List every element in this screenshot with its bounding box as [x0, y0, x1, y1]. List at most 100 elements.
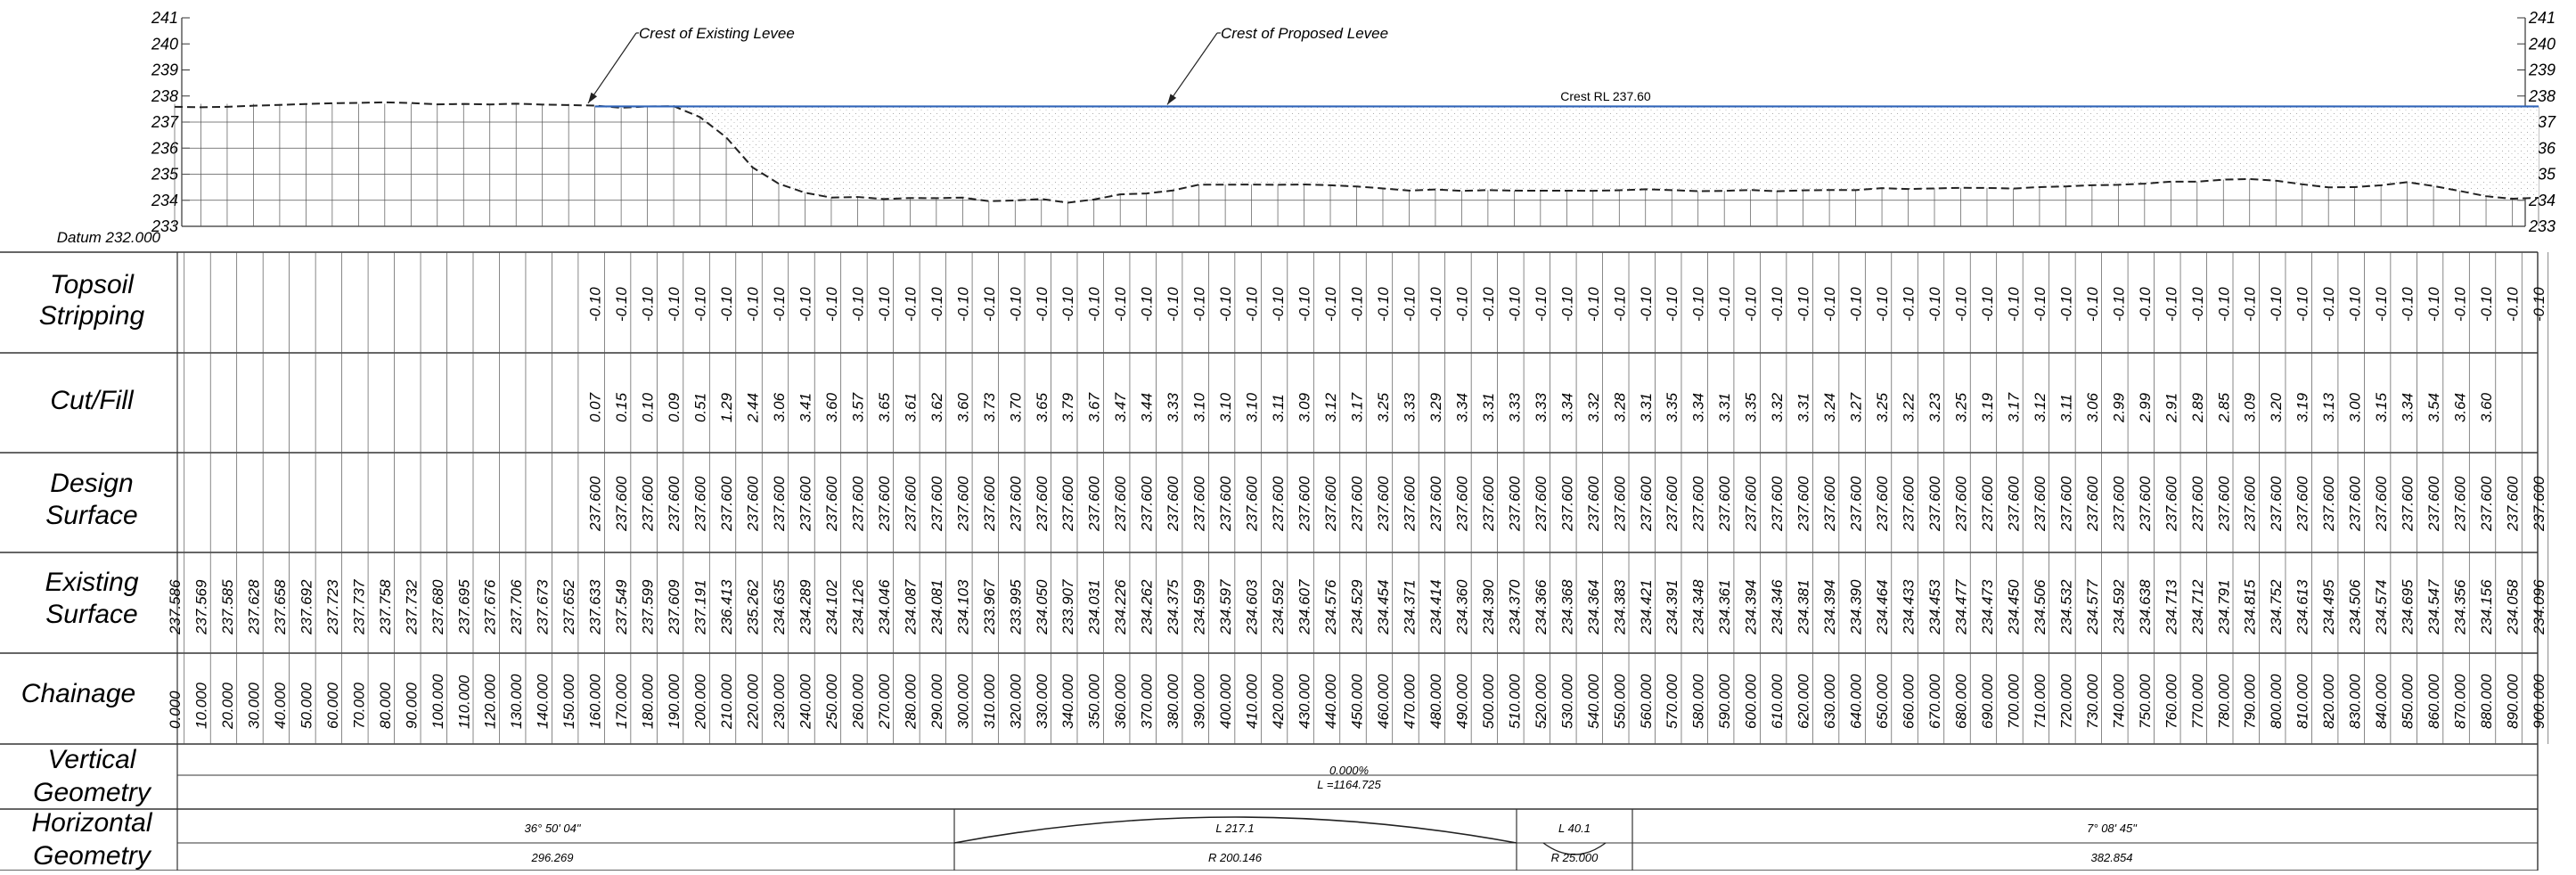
topsoil-value: -0.10 [1769, 287, 1786, 322]
existing-surface-value: 234.381 [1795, 580, 1812, 635]
profile-plot [174, 32, 2539, 204]
chainage-value: 360.000 [1112, 674, 1129, 729]
existing-surface-value: 234.532 [2057, 579, 2074, 635]
cut-fill-value: 0.09 [666, 392, 683, 422]
design-surface-value: 237.600 [1769, 476, 1786, 532]
topsoil-value: -0.10 [1848, 287, 1865, 322]
y-tick-label-right: 240 [2528, 35, 2556, 53]
existing-surface-value: 234.607 [1296, 579, 1313, 635]
design-surface-value: 237.600 [1874, 476, 1891, 532]
cut-fill-value: 3.10 [1217, 392, 1234, 422]
existing-surface-value: 234.752 [2268, 579, 2285, 635]
cut-fill-value: 3.57 [849, 392, 866, 422]
topsoil-value: -0.10 [2057, 287, 2074, 322]
existing-surface-value: 234.390 [1848, 579, 1865, 635]
existing-surface-value: 234.361 [1716, 580, 1733, 635]
cut-fill-value: 3.60 [954, 392, 971, 422]
cut-fill-value: 0.10 [640, 392, 657, 422]
topsoil-value: -0.10 [1480, 287, 1497, 322]
chainage-value: 720.000 [2057, 674, 2074, 729]
chainage-value: 150.000 [560, 674, 577, 729]
existing-surface-value: 235.262 [745, 579, 762, 635]
cut-fill-value: 3.22 [1901, 392, 1918, 422]
existing-surface-value: 234.635 [771, 579, 788, 635]
horizontal-segment-curve-2: L 40.1 R 25.000 [1551, 822, 1599, 864]
design-surface-value: 237.600 [587, 476, 604, 532]
cut-fill-value: 3.32 [1769, 392, 1786, 422]
design-surface-value: 237.600 [1086, 476, 1103, 532]
cut-fill-value: 3.27 [1848, 392, 1865, 422]
chainage-value: 620.000 [1795, 674, 1812, 729]
cut-fill-value: 3.33 [1533, 392, 1550, 422]
topsoil-value: -0.10 [2005, 287, 2022, 322]
existing-surface-value: 234.592 [1270, 579, 1287, 635]
topsoil-value: -0.10 [1401, 287, 1418, 322]
horizontal-segment-straight-1: 36° 50' 04" 296.269 [525, 822, 582, 864]
curve-length: L 40.1 [1558, 822, 1591, 835]
topsoil-value: -0.10 [1191, 287, 1208, 322]
existing-surface-value: 237.706 [508, 579, 525, 635]
existing-surface-value: 234.096 [2531, 579, 2547, 635]
design-surface-value: 237.600 [1926, 476, 1943, 532]
topsoil-value: -0.10 [1979, 287, 1996, 322]
topsoil-value: -0.10 [2452, 287, 2469, 322]
cut-fill-value: 3.34 [1453, 393, 1470, 422]
chainage-value: 790.000 [2242, 674, 2259, 729]
design-surface-value: 237.600 [1979, 476, 1996, 532]
topsoil-value: -0.10 [2320, 287, 2337, 322]
design-surface-value: 237.600 [2189, 476, 2206, 532]
datum-label: Datum 232.000 [57, 229, 161, 246]
existing-surface-value: 234.087 [902, 579, 919, 635]
cut-fill-value: 0.51 [692, 393, 709, 422]
segment-length: 382.854 [2091, 851, 2133, 864]
existing-surface-value: 234.577 [2084, 579, 2101, 635]
topsoil-value: -0.10 [2268, 287, 2285, 322]
existing-surface-value: 237.569 [192, 579, 209, 635]
existing-surface-value: 234.547 [2425, 579, 2442, 635]
chainage-value: 380.000 [1165, 674, 1182, 729]
chainage-value: 80.000 [377, 682, 394, 729]
design-surface-value: 237.600 [640, 476, 657, 532]
topsoil-value: -0.10 [1821, 287, 1838, 322]
topsoil-value: -0.10 [2110, 287, 2127, 322]
cut-fill-value: 3.34 [1558, 393, 1575, 422]
curve-radius: R 25.000 [1551, 851, 1599, 864]
topsoil-value: -0.10 [1795, 287, 1812, 322]
chainage-value: 800.000 [2268, 674, 2285, 729]
horizontal-segment-straight-2: 7° 08' 45" 382.854 [2087, 822, 2138, 864]
topsoil-value: -0.10 [1217, 287, 1234, 322]
chainage-value: 820.000 [2320, 674, 2337, 729]
band-title-line: Topsoil [50, 270, 135, 299]
design-surface-value: 237.600 [2373, 476, 2390, 532]
chainage-value: 140.000 [535, 674, 552, 729]
proposed-crest-leader [1166, 32, 1218, 105]
design-surface-value: 237.600 [1296, 476, 1313, 532]
chainage-value: 520.000 [1533, 674, 1550, 729]
design-surface-value: 237.600 [1716, 476, 1733, 532]
existing-surface-value: 237.585 [219, 579, 236, 635]
horizontal-segment-curve-1: L 217.1 R 200.146 [1208, 822, 1263, 864]
existing-surface-value: 234.375 [1165, 579, 1182, 635]
y-tick-label-right: 238 [2528, 87, 2556, 105]
existing-surface-value: 234.046 [876, 579, 893, 635]
chainage-value: 110.000 [455, 675, 472, 729]
topsoil-value: -0.10 [2215, 287, 2232, 322]
chainage-value: 850.000 [2400, 674, 2417, 729]
existing-surface-value: 234.394 [1743, 580, 1760, 635]
cut-fill-value: 3.44 [1139, 393, 1156, 422]
topsoil-value: -0.10 [1270, 287, 1287, 322]
chainage-value: 650.000 [1874, 674, 1891, 729]
existing-surface-value: 237.628 [245, 579, 262, 635]
chainage-value: 50.000 [298, 682, 315, 729]
topsoil-value: -0.10 [1322, 287, 1339, 322]
chainage-value: 810.000 [2294, 674, 2311, 729]
cut-fill-value: 3.79 [1059, 392, 1076, 422]
design-surface-value: 237.600 [2057, 476, 2074, 532]
y-tick-label-right: 239 [2528, 61, 2556, 79]
topsoil-value: -0.10 [2531, 287, 2547, 322]
design-surface-value: 237.600 [876, 476, 893, 532]
existing-surface-value: 234.226 [1112, 579, 1129, 635]
existing-surface-value: 234.126 [849, 579, 866, 635]
existing-surface-value: 237.609 [666, 579, 683, 635]
existing-surface-value: 234.356 [2452, 579, 2469, 635]
